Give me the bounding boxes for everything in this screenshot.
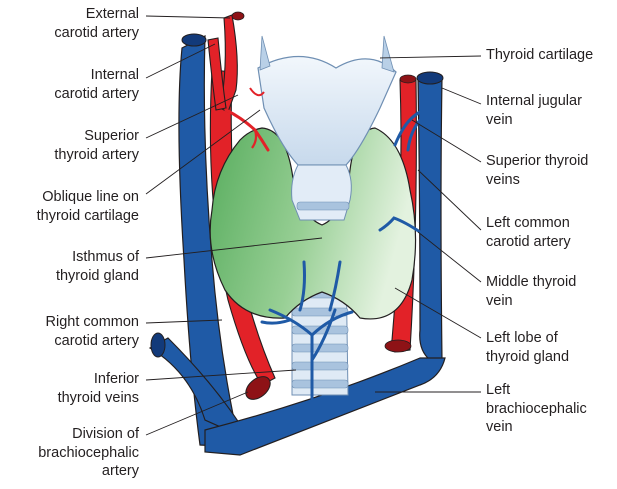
left-carotid-cut (400, 75, 416, 83)
label-line: brachiocephalic (486, 400, 587, 419)
label-middle-thyroid-vein: Middle thyroid vein (486, 273, 576, 310)
label-line: Inferior (58, 370, 139, 389)
label-left-common-carotid: Left common carotid artery (486, 214, 571, 251)
label-division-brachiocephalic: Division of brachiocephalic artery (38, 425, 139, 481)
label-line: thyroid cartilage (37, 207, 139, 226)
label-line: thyroid artery (54, 146, 139, 165)
label-line: vein (486, 292, 576, 311)
left-carotid-base (385, 340, 411, 352)
label-line: Right common (46, 313, 139, 332)
label-line: Superior (54, 127, 139, 146)
superior-horn-right (260, 36, 270, 70)
label-line: carotid artery (54, 24, 139, 43)
label-line: vein (486, 418, 587, 437)
label-external-carotid-artery: External carotid artery (54, 5, 139, 42)
external-carotid-cut (232, 12, 244, 20)
cricoid-ring (297, 202, 349, 210)
label-line: carotid artery (46, 332, 139, 351)
label-line: carotid artery (54, 85, 139, 104)
label-right-common-carotid: Right common carotid artery (46, 313, 139, 350)
label-line: Middle thyroid (486, 273, 576, 292)
label-superior-thyroid-artery: Superior thyroid artery (54, 127, 139, 164)
cricoid-cartilage (292, 165, 352, 220)
label-internal-carotid-artery: Internal carotid artery (54, 66, 139, 103)
label-line: thyroid gland (56, 267, 139, 286)
label-line: Left (486, 381, 587, 400)
label-line: Division of (38, 425, 139, 444)
label-line: Isthmus of (56, 248, 139, 267)
label-line: thyroid veins (58, 389, 139, 408)
label-line: Left lobe of (486, 329, 569, 348)
jugular-cut-left (417, 72, 443, 84)
label-line: carotid artery (486, 233, 571, 252)
label-line: artery (38, 462, 139, 481)
label-line: Oblique line on (37, 188, 139, 207)
label-superior-thyroid-veins: Superior thyroid veins (486, 152, 588, 189)
label-line: Left common (486, 214, 571, 233)
label-internal-jugular-vein: Internal jugular vein (486, 92, 582, 129)
label-left-brachiocephalic-vein: Left brachiocephalic vein (486, 381, 587, 437)
jugular-cut-right (182, 34, 206, 46)
label-thyroid-cartilage: Thyroid cartilage (486, 46, 593, 65)
label-line: Internal jugular (486, 92, 582, 111)
superior-horn-left (382, 36, 394, 72)
label-line: thyroid gland (486, 348, 569, 367)
label-inferior-thyroid-veins: Inferior thyroid veins (58, 370, 139, 407)
left-internal-jugular-vein (418, 78, 442, 360)
label-line: veins (486, 171, 588, 190)
label-line: vein (486, 111, 582, 130)
label-line: Thyroid cartilage (486, 46, 593, 65)
label-oblique-line: Oblique line on thyroid cartilage (37, 188, 139, 225)
label-isthmus: Isthmus of thyroid gland (56, 248, 139, 285)
label-left-lobe: Left lobe of thyroid gland (486, 329, 569, 366)
label-line: Internal (54, 66, 139, 85)
subclavian-cut-right (151, 333, 165, 357)
label-line: Superior thyroid (486, 152, 588, 171)
label-line: External (54, 5, 139, 24)
label-line: brachiocephalic (38, 444, 139, 463)
